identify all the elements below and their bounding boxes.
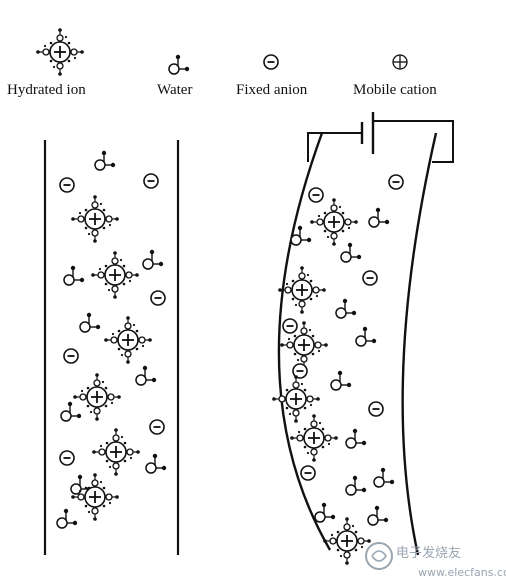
water-molecule [60, 401, 82, 422]
water-molecule [355, 326, 377, 347]
legend-label-hydrated-ion: Hydrated ion [7, 82, 86, 98]
water-molecule [314, 502, 336, 523]
water-molecule [345, 475, 367, 496]
hydrated-ion [72, 372, 122, 422]
hydrated-ion [322, 516, 372, 566]
anion [150, 290, 166, 306]
straight-membrane [43, 140, 180, 555]
anion [149, 419, 165, 435]
water-molecule [142, 249, 164, 270]
legend-label-mobile-cation: Mobile cation [353, 82, 437, 98]
hydrated-ion [70, 194, 120, 244]
bent-membrane [271, 112, 454, 566]
hydrated-ion-legend-icon [35, 27, 85, 77]
cation-legend-icon [392, 54, 408, 70]
watermark-url: www.elecfans.com [418, 566, 506, 579]
hydrated-ion [70, 472, 120, 522]
water-molecule [56, 508, 78, 529]
legend-label-fixed-anion: Fixed anion [236, 82, 308, 98]
water-molecule [373, 467, 395, 488]
water-molecule [94, 150, 116, 171]
anion [59, 177, 75, 193]
anion [63, 348, 79, 364]
hydrated-ion [309, 197, 359, 247]
anion-legend-icon [263, 54, 279, 70]
water-legend-icon [168, 54, 190, 75]
anion [368, 401, 384, 417]
water-molecule [340, 242, 362, 263]
legend-label-water: Water [157, 82, 192, 98]
water-molecule [63, 265, 85, 286]
anion [59, 450, 75, 466]
hydrated-ion [90, 250, 140, 300]
anion [300, 465, 316, 481]
anion [362, 270, 378, 286]
circuit-wire-right [373, 120, 454, 163]
water-molecule [79, 312, 101, 333]
anion [308, 187, 324, 203]
bent-membrane-right-wall [401, 132, 438, 556]
anion [388, 174, 404, 190]
anion [143, 173, 159, 189]
watermark-text: 电子发烧友 [396, 545, 461, 561]
hydrated-ion [91, 427, 141, 477]
anion [282, 318, 298, 334]
watermark-logo-icon [365, 542, 393, 570]
water-molecule [145, 453, 167, 474]
water-molecule [367, 505, 389, 526]
water-molecule [345, 428, 367, 449]
water-molecule [135, 365, 157, 386]
water-molecule [335, 298, 357, 319]
bent-membrane-left-wall [277, 132, 332, 551]
water-molecule [368, 207, 390, 228]
legend: Hydrated ion Water Fixed anion Mobile ca… [7, 27, 437, 98]
hydrated-ion [103, 315, 153, 365]
water-molecule [330, 370, 352, 391]
watermark: 电子发烧友 www.elecfans.com [365, 542, 506, 579]
